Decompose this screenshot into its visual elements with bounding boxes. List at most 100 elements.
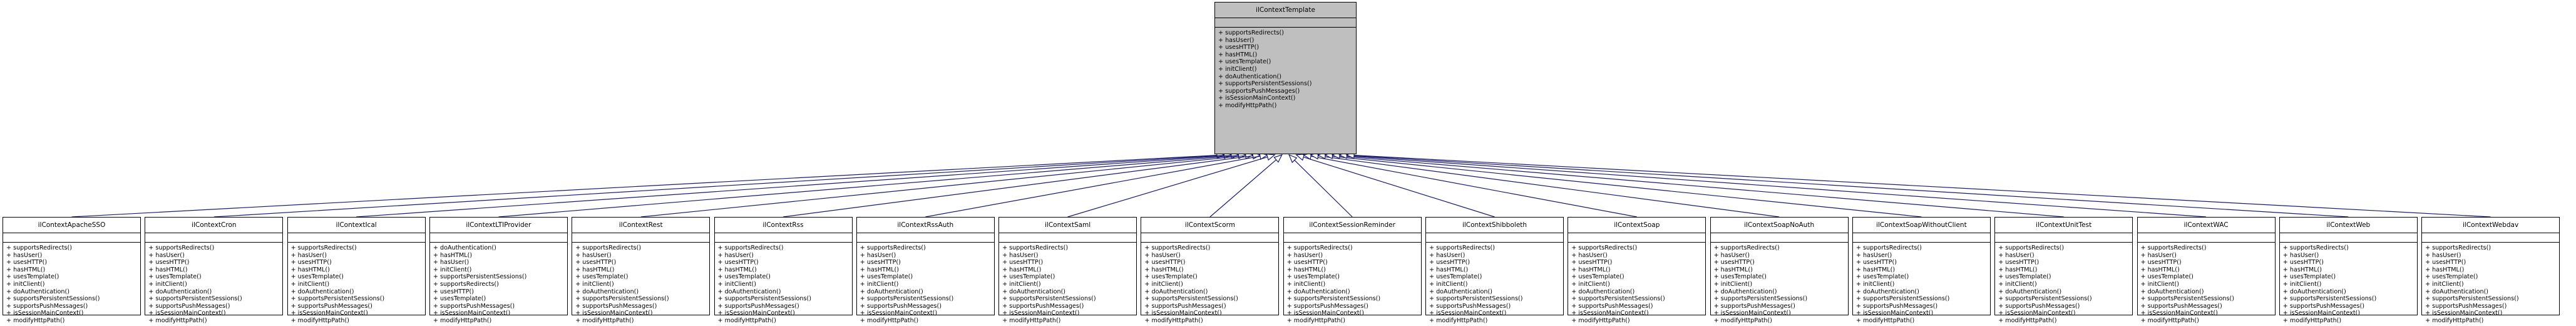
class-methods-section: + supportsRedirects()+ hasUser()+ usesHT… bbox=[145, 243, 282, 326]
method-item: + doAuthentication() bbox=[1002, 288, 1066, 295]
class-box[interactable]: ilContextApacheSSO+ supportsRedirects()+… bbox=[3, 217, 141, 324]
method-item: + hasUser() bbox=[1998, 251, 2035, 259]
method-item: + usesTemplate() bbox=[1713, 273, 1767, 281]
method-item: + usesHTTP() bbox=[2140, 259, 2182, 266]
method-item: + isSessionMainContext() bbox=[1286, 310, 1365, 317]
method-item: + hasUser() bbox=[2282, 251, 2319, 259]
method-item: + supportsPushMessages() bbox=[2140, 302, 2222, 310]
method-item: + supportsPushMessages() bbox=[1144, 302, 1226, 310]
method-item: + usesHTTP() bbox=[2425, 259, 2466, 266]
class-name: ilContextRssAuth bbox=[856, 218, 994, 233]
method-item: + modifyHttpPath() bbox=[1855, 317, 1915, 324]
class-attributes-section bbox=[2279, 233, 2417, 243]
class-box[interactable]: ilContextIcal+ supportsRedirects()+ hasU… bbox=[287, 217, 426, 324]
method-item: + doAuthentication() bbox=[290, 288, 354, 295]
method-item: + usesTemplate() bbox=[860, 273, 913, 281]
method-item: + supportsPersistentSessions() bbox=[2425, 295, 2519, 303]
class-methods-section: + supportsRedirects()+ hasUser()+ usesHT… bbox=[2280, 243, 2417, 326]
inheritance-edge bbox=[71, 155, 1218, 218]
method-item: + initClient() bbox=[1713, 280, 1753, 288]
method-item: + usesTemplate() bbox=[1855, 273, 1909, 281]
method-item: + supportsPushMessages() bbox=[1286, 302, 1368, 310]
class-box[interactable]: ilContextShibboleth+ supportsRedirects()… bbox=[1425, 217, 1564, 324]
class-methods-section: + supportsRedirects()+ hasUser()+ usesHT… bbox=[3, 243, 140, 326]
class-attributes-section bbox=[572, 233, 710, 243]
method-item: + doAuthentication() bbox=[1286, 288, 1350, 295]
method-item: + hasUser() bbox=[2425, 251, 2461, 259]
inheritance-edge bbox=[1353, 155, 2491, 218]
class-box[interactable]: ilContextRssAuth+ supportsRedirects()+ h… bbox=[856, 217, 995, 324]
method-item: + doAuthentication() bbox=[1144, 288, 1208, 295]
class-box[interactable]: ilContextSoapWithoutClient+ supportsRedi… bbox=[1852, 217, 1991, 324]
inheritance-edge bbox=[356, 155, 1232, 218]
method-item: + supportsPersistentSessions() bbox=[1286, 295, 1381, 303]
class-box[interactable]: ilContextSoapNoAuth+ supportsRedirects()… bbox=[1710, 217, 1849, 324]
method-item: + modifyHttpPath() bbox=[1286, 317, 1346, 324]
method-item: + modifyHttpPath() bbox=[148, 317, 207, 324]
class-attributes-section bbox=[714, 233, 852, 243]
method-item: + supportsPushMessages() bbox=[1571, 302, 1653, 310]
method-item: + isSessionMainContext() bbox=[1218, 95, 1296, 102]
class-name-parent: ilContextTemplate bbox=[1215, 3, 1356, 18]
method-item: + hasUser() bbox=[433, 259, 470, 266]
method-item: + usesHTTP() bbox=[1218, 44, 1260, 51]
class-attributes-section bbox=[3, 233, 140, 243]
method-item: + doAuthentication() bbox=[1855, 288, 1919, 295]
method-item: + supportsPersistentSessions() bbox=[1855, 295, 1950, 303]
inheritance-edge bbox=[498, 155, 1239, 218]
method-item: + doAuthentication() bbox=[1429, 288, 1492, 295]
class-attributes-section bbox=[2422, 233, 2560, 243]
class-box-parent[interactable]: ilContextTemplate + supportsRedirects()+… bbox=[1214, 2, 1357, 154]
method-item: + supportsPersistentSessions() bbox=[2282, 295, 2377, 303]
method-item: + hasUser() bbox=[1855, 251, 1892, 259]
class-box[interactable]: ilContextSoap+ supportsRedirects()+ hasU… bbox=[1568, 217, 1706, 324]
method-item: + supportsRedirects() bbox=[433, 280, 499, 288]
class-box[interactable]: ilContextSaml+ supportsRedirects()+ hasU… bbox=[998, 217, 1137, 324]
class-attributes-section bbox=[1568, 233, 1706, 243]
method-item: + initClient() bbox=[2282, 280, 2322, 288]
method-item: + initClient() bbox=[1998, 280, 2037, 288]
inheritance-arrowhead bbox=[1295, 154, 1305, 161]
method-item: + modifyHttpPath() bbox=[6, 317, 65, 324]
class-box[interactable]: ilContextWebdav+ supportsRedirects()+ ha… bbox=[2421, 217, 2560, 324]
method-item: + isSessionMainContext() bbox=[717, 310, 795, 317]
class-box[interactable]: ilContextLTIProvider+ doAuthentication()… bbox=[429, 217, 568, 324]
inheritance-edge bbox=[1347, 155, 2349, 218]
method-item: + modifyHttpPath() bbox=[2140, 317, 2199, 324]
method-item: + supportsPushMessages() bbox=[148, 302, 230, 310]
method-item: + usesHTTP() bbox=[575, 259, 617, 266]
method-item: + supportsRedirects() bbox=[1429, 244, 1495, 251]
method-item: + hasHTML() bbox=[148, 266, 188, 273]
class-box[interactable]: ilContextScorm+ supportsRedirects()+ has… bbox=[1141, 217, 1280, 324]
method-item: + hasUser() bbox=[1144, 251, 1181, 259]
method-item: + supportsPushMessages() bbox=[1855, 302, 1938, 310]
class-methods-section: + supportsRedirects()+ hasUser()+ usesHT… bbox=[2422, 243, 2559, 326]
class-box[interactable]: ilContextWAC+ supportsRedirects()+ hasUs… bbox=[2137, 217, 2276, 324]
method-item: + supportsRedirects() bbox=[1002, 244, 1069, 251]
class-box[interactable]: ilContextCron+ supportsRedirects()+ hasU… bbox=[145, 217, 284, 324]
class-methods-section: + supportsRedirects()+ hasUser()+ usesHT… bbox=[1853, 243, 1990, 326]
class-box[interactable]: ilContextRss+ supportsRedirects()+ hasUs… bbox=[714, 217, 853, 324]
method-item: + isSessionMainContext() bbox=[1002, 310, 1080, 317]
class-attributes-section bbox=[287, 233, 425, 243]
inheritance-edge bbox=[640, 155, 1246, 218]
inheritance-edge bbox=[213, 155, 1224, 218]
method-item: + hasUser() bbox=[575, 251, 612, 259]
class-box[interactable]: ilContextSessionReminder+ supportsRedire… bbox=[1283, 217, 1422, 324]
method-item: + supportsPushMessages() bbox=[1713, 302, 1795, 310]
class-box[interactable]: ilContextRest+ supportsRedirects()+ hasU… bbox=[572, 217, 711, 324]
method-item: + usesTemplate() bbox=[1144, 273, 1198, 281]
method-item: + usesHTTP() bbox=[290, 259, 332, 266]
method-item: + supportsPersistentSessions() bbox=[1144, 295, 1238, 303]
inheritance-edge bbox=[1332, 155, 2064, 218]
class-attributes-section bbox=[2137, 233, 2275, 243]
method-item: + initClient() bbox=[433, 266, 472, 273]
method-item: + modifyHttpPath() bbox=[1429, 317, 1488, 324]
method-item: + isSessionMainContext() bbox=[575, 310, 653, 317]
method-item: + hasUser() bbox=[6, 251, 43, 259]
inheritance-arrowhead bbox=[1288, 154, 1298, 164]
class-box[interactable]: ilContextWeb+ supportsRedirects()+ hasUs… bbox=[2279, 217, 2418, 324]
method-item: + modifyHttpPath() bbox=[717, 317, 776, 324]
method-item: + initClient() bbox=[6, 280, 45, 288]
class-box[interactable]: ilContextUnitTest+ supportsRedirects()+ … bbox=[1994, 217, 2133, 324]
